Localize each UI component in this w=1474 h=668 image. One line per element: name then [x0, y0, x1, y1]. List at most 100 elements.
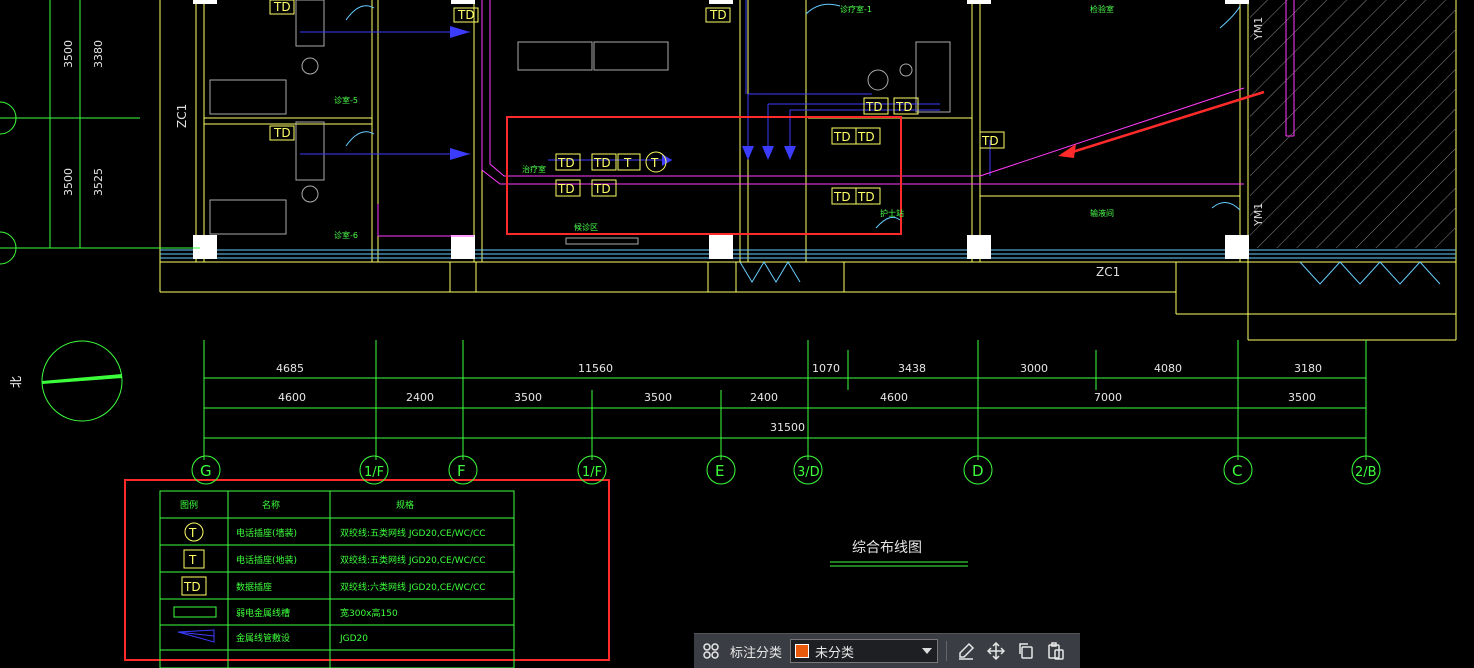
north-arrow: 北: [9, 340, 123, 422]
svg-text:TD: TD: [593, 156, 611, 170]
svg-text:TD: TD: [273, 0, 291, 14]
legend-row-3-spec: 双绞线:六类网线 JGD20,CE/WC/CC: [340, 581, 486, 593]
toolbar-label: 标注分类: [730, 644, 783, 660]
svg-text:TD: TD: [895, 100, 913, 114]
legend-row-2-spec: 双绞线:五类网线 JGD20,CE/WC/CC: [340, 554, 486, 566]
outlet-td-7: TD: [979, 131, 1005, 149]
svg-text:ZC1: ZC1: [1096, 265, 1120, 279]
edit-icon[interactable]: [955, 640, 977, 662]
svg-text:2400: 2400: [406, 391, 434, 404]
highlight-box-workstations: [506, 116, 902, 235]
cable-arrows: [450, 26, 796, 166]
outlet-td-11: TD: [591, 179, 617, 197]
svg-text:3500: 3500: [514, 391, 542, 404]
svg-text:TD: TD: [857, 190, 875, 204]
structural-columns: [193, 0, 1249, 259]
category-select[interactable]: 未分类: [790, 639, 939, 663]
svg-text:3500: 3500: [644, 391, 672, 404]
svg-text:3000: 3000: [1020, 362, 1048, 375]
outlet-td-10: TD: [555, 179, 581, 197]
svg-text:TD: TD: [857, 130, 875, 144]
legend-header-spec: 规格: [396, 499, 414, 511]
svg-text:ZC1: ZC1: [175, 104, 189, 128]
svg-text:TD: TD: [557, 156, 575, 170]
svg-text:G: G: [200, 462, 212, 480]
outlet-td-15: TD: [855, 187, 881, 205]
svg-text:YM1: YM1: [1252, 17, 1265, 41]
paste-icon[interactable]: [1045, 640, 1067, 662]
svg-text:治疗室: 治疗室: [522, 164, 546, 174]
svg-text:TD: TD: [833, 190, 851, 204]
svg-text:F: F: [457, 462, 466, 480]
category-selected-value: 未分类: [815, 644, 855, 660]
category-color-swatch: [795, 644, 810, 658]
outlet-td-4: TD: [705, 7, 731, 23]
svg-text:TD: TD: [981, 134, 999, 148]
svg-text:3180: 3180: [1294, 362, 1322, 375]
outlet-td-14: TD: [831, 187, 857, 205]
room-labels: 诊室-5 诊室-6 候诊区 护士站 诊疗室-1 检验室 输液间 治疗室: [334, 4, 1114, 240]
axis-bubbles: G 1/F F 1/F E 3/D D C 2/B: [191, 455, 1381, 485]
outlet-td-8: TD: [555, 153, 581, 171]
left-dimension-lines: [0, 0, 200, 265]
chevron-down-icon: [922, 648, 933, 654]
legend-row-4-name: 弱电金属线槽: [236, 607, 290, 619]
svg-text:诊室-6: 诊室-6: [334, 230, 358, 240]
axis-bubble-e: E: [706, 455, 736, 485]
outlet-td-3: TD: [453, 7, 479, 23]
legend-header-symbol: 图例: [180, 499, 198, 511]
dimension-total: 31500: [770, 421, 805, 434]
dimension-values-row2: 4600 2400 3500 3500 2400 4600 7000 3500: [278, 391, 1316, 404]
svg-text:TD: TD: [865, 100, 883, 114]
outlet-td-1: TD: [269, 0, 295, 15]
dimension-values-row1: 4685 11560 1070 3438 3000 4080 3180: [276, 362, 1322, 375]
svg-text:TD: TD: [273, 126, 291, 140]
svg-text:4600: 4600: [880, 391, 908, 404]
svg-text:T: T: [188, 526, 197, 540]
grid-apps-icon[interactable]: [700, 640, 722, 662]
svg-text:4080: 4080: [1154, 362, 1182, 375]
outlet-td-12: TD: [831, 127, 857, 145]
svg-text:检验室: 检验室: [1090, 4, 1114, 14]
svg-text:E: E: [715, 462, 724, 480]
copy-icon[interactable]: [1015, 640, 1037, 662]
hatched-shaft: [1250, 0, 1456, 248]
svg-text:TD: TD: [183, 580, 201, 594]
move-icon[interactable]: [985, 640, 1007, 662]
cable-runs: [300, 0, 991, 176]
axis-bubble-3d: 3/D: [793, 455, 823, 485]
legend-row-2-name: 电话插座(地装): [236, 554, 297, 566]
outlet-td-5: TD: [863, 97, 889, 115]
svg-text:1070: 1070: [812, 362, 840, 375]
left-dimension-values: 3500 3380 3500 3525: [62, 40, 105, 196]
outlet-t-circle: T: [645, 151, 667, 173]
svg-text:D: D: [972, 462, 984, 480]
axis-bubble-g: G: [191, 455, 221, 485]
axis-bubble-2b: 2/B: [1351, 455, 1381, 485]
left-labels: ZC1 ZC1 YM1 YM1: [175, 17, 1265, 279]
svg-text:TD: TD: [557, 182, 575, 196]
window-band: [160, 249, 1456, 259]
svg-text:2400: 2400: [750, 391, 778, 404]
highlight-box-legend: [124, 479, 610, 661]
svg-text:3438: 3438: [898, 362, 926, 375]
outlet-t-1: T: [617, 153, 641, 171]
door-swings: [345, 3, 1441, 285]
svg-text:3/D: 3/D: [797, 465, 820, 480]
legend-table: 图例 名称 规格 T T TD 电话插座(墙装) 双绞线:五类网线 JGD20,…: [159, 490, 515, 668]
outlet-td-13: TD: [855, 127, 881, 145]
svg-text:护士站: 护士站: [880, 208, 904, 218]
outlet-symbols: TD TD TD TD TD TD TD TD TD T T TD TD TD …: [269, 0, 1005, 205]
svg-text:TD: TD: [709, 8, 727, 22]
drawing-title: 综合布线图: [852, 540, 922, 556]
dimension-chain: [203, 340, 1367, 460]
svg-text:北: 北: [9, 376, 23, 388]
legend-row-1-name: 电话插座(墙装): [236, 527, 297, 539]
svg-text:11560: 11560: [578, 362, 613, 375]
axis-bubble-c: C: [1223, 455, 1253, 485]
outlet-td-9: TD: [591, 153, 617, 171]
legend-row-1-spec: 双绞线:五类网线 JGD20,CE/WC/CC: [340, 527, 486, 539]
legend-row-5-name: 金属线管敷设: [236, 632, 290, 644]
svg-text:TD: TD: [593, 182, 611, 196]
